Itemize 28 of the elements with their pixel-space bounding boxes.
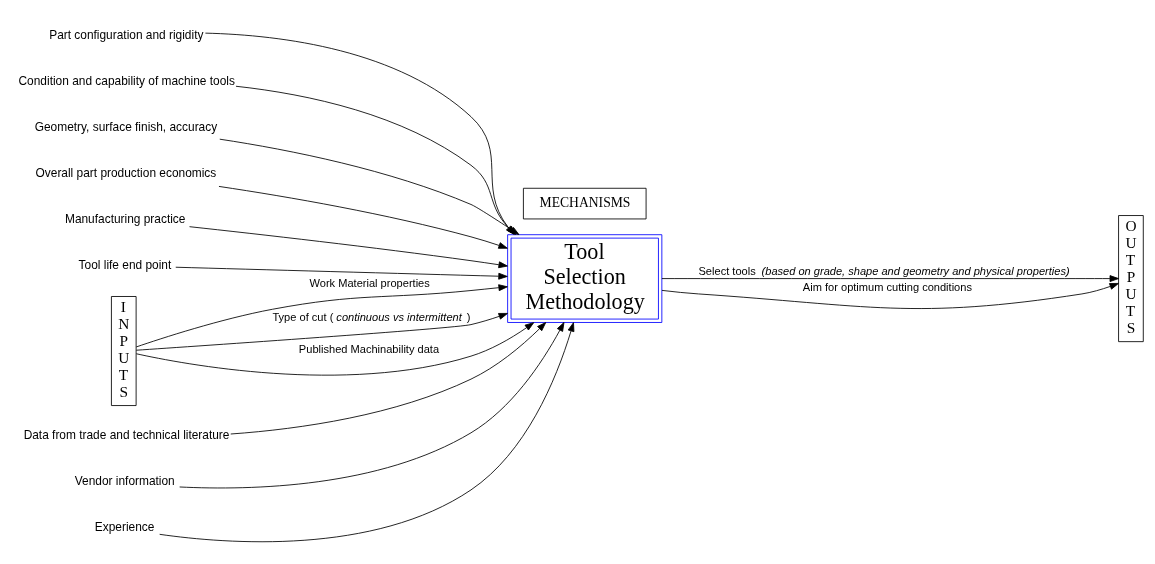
edge-label: Work Material properties (309, 277, 430, 290)
arrow (135, 313, 508, 351)
node-text: Data from trade and technical literature (23, 428, 230, 443)
node-text: Part configuration and rigidity (49, 27, 204, 42)
node-text: Condition and capability of machine tools (18, 73, 235, 88)
node-text: Overall part production economics (35, 165, 217, 180)
edge-label: Type of cut (continuous vs intermittent) (272, 310, 471, 323)
arrow (661, 275, 1119, 282)
arrow (179, 322, 565, 489)
edge-label: Select tools (based on grade, shape and geometry and physical properties) (698, 264, 1070, 277)
node-box: O U T P U T S (1118, 215, 1144, 343)
arrow (135, 284, 508, 348)
arrow (175, 266, 508, 280)
arrow (159, 322, 575, 543)
arrow (218, 186, 508, 249)
arrow (189, 226, 508, 269)
edge-label: Published Machinability data (298, 343, 440, 356)
edge-label: Aim for optimum cutting conditions (802, 280, 972, 293)
node-text: Manufacturing practice (64, 211, 186, 226)
node-text: Experience (94, 520, 155, 535)
node-text: Tool life end point (78, 257, 172, 272)
arrow (661, 283, 1119, 309)
node-text: Geometry, surface finish, accuracy (34, 119, 218, 134)
arrow (230, 322, 547, 435)
node-text: Vendor information (74, 474, 175, 489)
node-box: I N P U T S (111, 296, 137, 406)
node-box: MECHANISMS (522, 187, 647, 220)
arrow (135, 322, 535, 376)
